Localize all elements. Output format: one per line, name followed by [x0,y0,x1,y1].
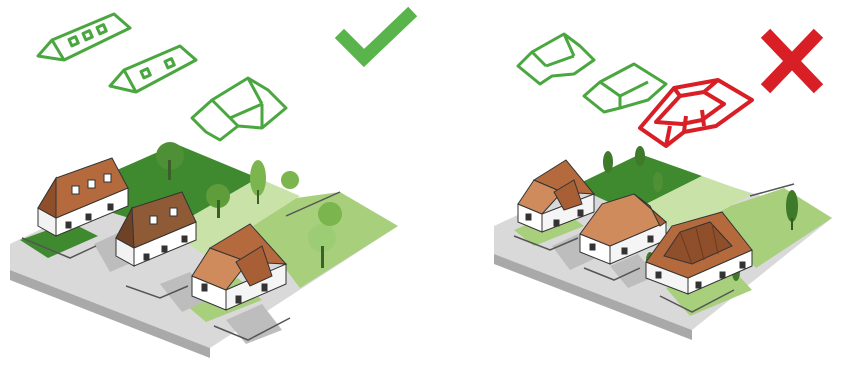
unacceptable-illustration [434,0,868,366]
acceptable-panel [0,0,434,366]
cross-mark-icon [770,38,814,84]
roof-two-dormers-icon [110,46,196,92]
roof-complex-hip-icon [640,80,752,146]
check-mark-icon [344,16,408,58]
roof-cross-gable-icon [192,78,286,140]
roof-gable-outline-icon [584,64,666,112]
unacceptable-panel [434,0,868,366]
roof-cross-gable-small-icon [518,34,594,84]
roof-three-dormers-icon [38,14,130,60]
acceptable-illustration [0,0,434,366]
